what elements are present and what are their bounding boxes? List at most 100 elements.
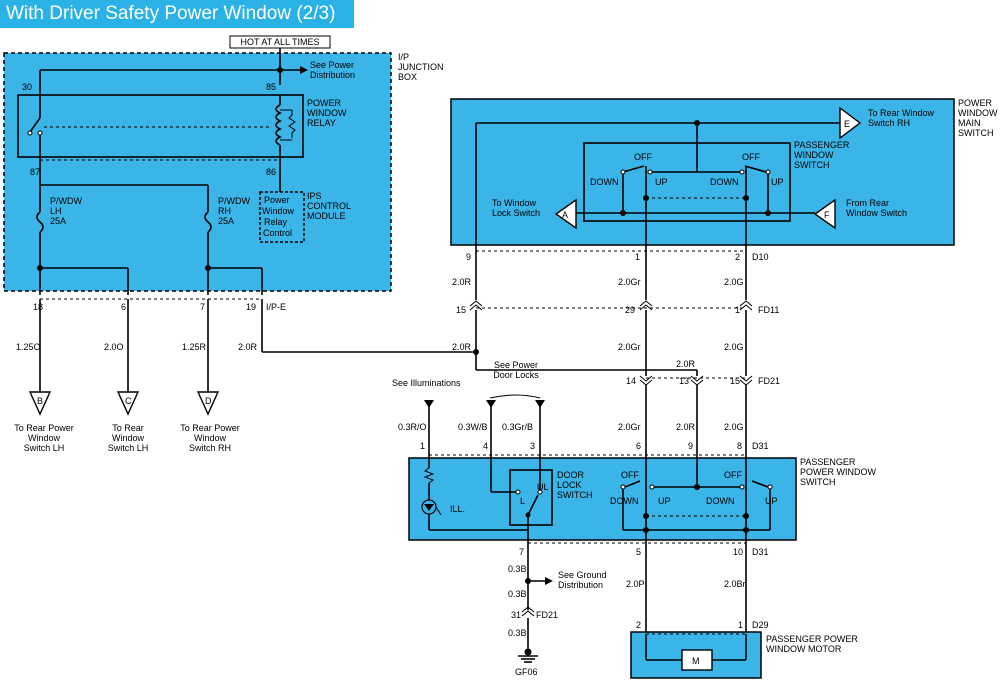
pin-86: 86 bbox=[266, 167, 276, 177]
motor-wire-20br: 2.0Br bbox=[724, 579, 746, 589]
gnd-wire-2: 0.3B bbox=[508, 589, 527, 599]
ps-pin-d31-bottom: D31 bbox=[752, 547, 769, 557]
wire-top-20gr: 2.0Gr bbox=[618, 277, 641, 287]
motor-pin-d29: D29 bbox=[752, 620, 769, 630]
connector-b-icon bbox=[28, 391, 52, 416]
wire-top-20r: 2.0R bbox=[452, 277, 472, 287]
gnd-fd21-label: FD21 bbox=[536, 610, 558, 620]
ps-pin-4: 4 bbox=[483, 441, 488, 451]
fd11-pin-1: 1 bbox=[735, 305, 740, 315]
ps-pin-9: 9 bbox=[688, 441, 693, 451]
passenger-switch-box bbox=[408, 457, 797, 541]
main-pin-d10: D10 bbox=[752, 252, 769, 262]
wire-20o: 2.0O bbox=[104, 342, 124, 352]
wire-top-20g: 2.0G bbox=[724, 277, 744, 287]
connector-a-icon bbox=[554, 198, 577, 230]
wire-low-20r: 2.0R bbox=[676, 422, 696, 432]
title-bar: With Driver Safety Power Window (2/3) bbox=[0, 0, 354, 28]
ps-up-2: UP bbox=[765, 496, 778, 506]
lock-arrow-1-icon bbox=[486, 400, 496, 408]
see-illum-label: See Illuminations bbox=[392, 378, 461, 388]
main-off-2: OFF bbox=[742, 152, 760, 162]
l-label: L bbox=[520, 496, 525, 506]
motor-pin-2: 2 bbox=[636, 620, 641, 630]
main-down-1: DOWN bbox=[590, 177, 619, 187]
gnd-label: GF06 bbox=[515, 667, 538, 677]
ps-pin-6: 6 bbox=[636, 441, 641, 451]
connector-d-icon bbox=[196, 391, 220, 416]
wire-low-20gr: 2.0Gr bbox=[618, 422, 641, 432]
wire-03wb: 0.3W/B bbox=[458, 422, 488, 432]
letter-c: C bbox=[125, 396, 132, 406]
main-up-1: UP bbox=[655, 177, 668, 187]
ps-pin-d31-top: D31 bbox=[752, 441, 769, 451]
wire-mid-20gr: 2.0Gr bbox=[618, 342, 641, 352]
ill-label: ILL. bbox=[450, 504, 465, 514]
ps-off-2: OFF bbox=[724, 470, 742, 480]
junction-box bbox=[3, 52, 392, 292]
ps-pin-7: 7 bbox=[519, 547, 524, 557]
fd21-pin-14: 14 bbox=[626, 376, 636, 386]
connector-f-icon bbox=[813, 198, 836, 230]
connector-c-icon bbox=[116, 391, 140, 416]
passenger-window-switch-box bbox=[583, 142, 791, 222]
fd21-label: FD21 bbox=[758, 376, 780, 386]
ul-label: UL bbox=[537, 482, 549, 492]
fd21-pin-15: 15 bbox=[730, 376, 740, 386]
wire-125r: 1.25R bbox=[182, 342, 207, 352]
wire-125o: 1.25O bbox=[16, 342, 41, 352]
main-down-2: DOWN bbox=[710, 177, 739, 187]
pin-87: 87 bbox=[30, 167, 40, 177]
letter-a: A bbox=[562, 210, 568, 220]
wire-20r-left: 2.0R bbox=[238, 342, 258, 352]
pin-85: 85 bbox=[266, 82, 276, 92]
main-off-1: OFF bbox=[634, 152, 652, 162]
motor-wire-20p: 2.0P bbox=[626, 579, 645, 589]
motor-pin-1: 1 bbox=[738, 620, 743, 630]
fd21-pin-13: 13 bbox=[679, 376, 689, 386]
ps-pin-1: 1 bbox=[420, 441, 425, 451]
pin-30: 30 bbox=[22, 82, 32, 92]
wire-low-20g: 2.0G bbox=[724, 422, 744, 432]
illum-arrow-icon bbox=[424, 400, 434, 408]
relay-box bbox=[17, 94, 304, 158]
main-pin-9: 9 bbox=[466, 252, 471, 262]
ps-down-2: DOWN bbox=[706, 496, 735, 506]
wire-mid-20r-b: 2.0R bbox=[676, 359, 696, 369]
gnd-wire-1: 0.3B bbox=[508, 564, 527, 574]
out-pin-19: 19 bbox=[246, 302, 256, 312]
fd11-label: FD11 bbox=[758, 305, 779, 315]
out-pin-18: 18 bbox=[33, 302, 43, 312]
motor-symbol: M bbox=[692, 656, 700, 666]
main-pin-1: 1 bbox=[635, 252, 640, 262]
wire-03grb: 0.3Gr/B bbox=[502, 422, 533, 432]
hot-label: HOT AT ALL TIMES bbox=[240, 37, 319, 47]
ps-pin-8: 8 bbox=[737, 441, 742, 451]
main-up-2: UP bbox=[771, 177, 784, 187]
fd21-31: 31 bbox=[511, 610, 521, 620]
ipe-connector-label: I/P-E bbox=[266, 302, 286, 312]
letter-e: E bbox=[844, 119, 850, 129]
wire-mid-20r: 2.0R bbox=[452, 342, 472, 352]
door-lock-switch-box bbox=[509, 469, 553, 526]
motor-icon bbox=[681, 649, 713, 671]
fd11-pin-29: 29 bbox=[625, 305, 635, 315]
ips-box bbox=[259, 191, 305, 243]
ps-pin-5: 5 bbox=[636, 547, 641, 557]
ps-up-1: UP bbox=[658, 496, 671, 506]
